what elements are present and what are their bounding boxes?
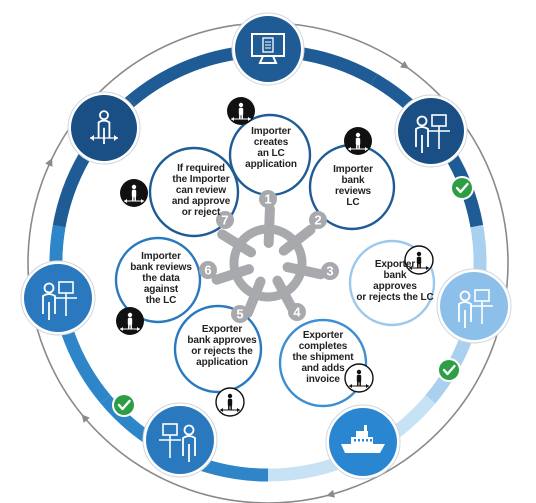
step-circle (278, 318, 368, 408)
importer-bank-person-icon (394, 94, 468, 168)
step-number: 7 (221, 213, 228, 228)
step-number-dot (309, 211, 327, 229)
step-number: 1 (264, 192, 271, 207)
step-number-dot (321, 262, 339, 280)
hub-ring (229, 224, 307, 302)
cycle-arrow (81, 414, 90, 423)
cycle-arrow (326, 489, 336, 498)
step-number: 4 (293, 305, 301, 320)
step-number: 6 (204, 263, 211, 278)
step-number-dot (259, 190, 277, 208)
person-arrows-badge (404, 245, 434, 275)
check-icon (437, 358, 461, 382)
step-number: 2 (314, 213, 321, 228)
person-arrows-badge (344, 127, 372, 155)
importer-bank-person-left-icon (20, 260, 96, 336)
step-6-text: Importer bank reviews the data against t… (130, 250, 192, 306)
exporter-person-icon (142, 402, 218, 478)
step-2-text: Importer bank reviews LC (333, 164, 373, 208)
check-icon (112, 393, 136, 417)
step-3-text: Exporter bank approves or rejects the LC (356, 259, 434, 303)
ship-icon (325, 404, 401, 480)
step-circle (148, 146, 240, 238)
step-number-dot (199, 261, 217, 279)
step-7-text: If required the Importer can review and … (171, 162, 231, 218)
step-number-dot (231, 305, 249, 323)
actor-nodes (20, 12, 512, 480)
computer-application-icon (231, 12, 305, 86)
step-1-text: Importer creates an LC application (245, 126, 297, 170)
check-icon (450, 176, 474, 200)
person-arrows-badge (215, 387, 245, 417)
step-circle (114, 236, 202, 324)
person-arrows-badge (116, 307, 144, 335)
step-circle (173, 304, 263, 394)
step-4-text: Exporter completes the shipment and adds… (292, 329, 354, 385)
step-circles: 1 2 3 4 5 6 7 (114, 113, 436, 408)
step-number: 5 (236, 307, 243, 322)
person-arrows-badge (120, 179, 148, 207)
step-5-text: Exporter bank approves or rejects the ap… (187, 324, 257, 368)
cycle-arrow (45, 157, 53, 167)
person-arrows-badge (344, 363, 374, 393)
step-number-dot (216, 211, 234, 229)
step-badges (116, 97, 434, 417)
exporter-bank-person-icon (436, 268, 512, 344)
approval-checks (112, 176, 474, 417)
cycle-arrow (400, 60, 409, 69)
person-arrows-badge (227, 97, 255, 125)
step-number: 3 (326, 264, 333, 279)
step-number-dot (288, 303, 306, 321)
central-hub (211, 204, 326, 319)
importer-person-icon (67, 91, 141, 165)
